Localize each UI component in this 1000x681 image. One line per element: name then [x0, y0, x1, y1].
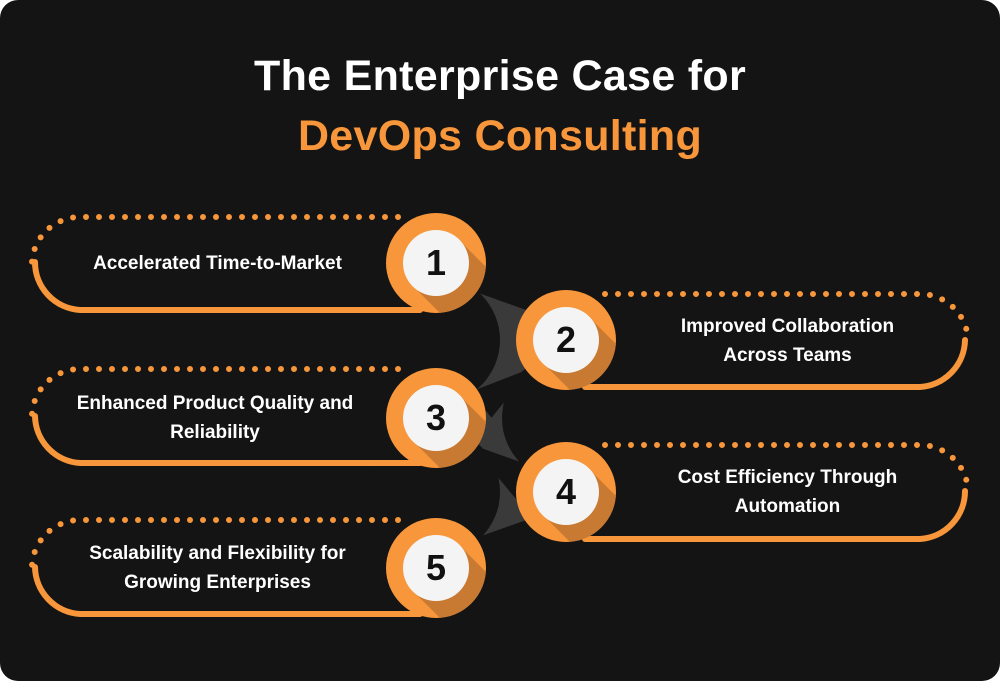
step-label-1: Accelerated Time-to-Market [93, 253, 342, 274]
card-4-frame [582, 441, 971, 542]
step-number-2: 2 [555, 319, 577, 360]
card-5-frame [29, 516, 423, 617]
step-label-3: Enhanced Product Quality and Reliability [76, 393, 354, 443]
step-number-5: 5 [425, 547, 447, 588]
step-circle-2 [516, 290, 616, 390]
step-label-2: Improved Collaboration Across Teams [680, 316, 895, 366]
title-line-1: The Enterprise Case for [254, 52, 746, 100]
step-label-4: Cost Efficiency Through Automation [677, 467, 898, 517]
card-2-frame [582, 290, 971, 390]
step-circle-5 [386, 518, 486, 618]
card-1-frame [29, 213, 423, 313]
connector-spine [372, 213, 630, 618]
step-number-1: 1 [425, 242, 447, 283]
step-number-4: 4 [555, 471, 577, 512]
step-label-5: Scalability and Flexibility for Growing … [89, 543, 346, 593]
step-circle-3 [386, 368, 486, 468]
step-circle-1 [386, 213, 486, 313]
title-line-2: DevOps Consulting [297, 112, 703, 160]
card-3-frame [29, 365, 423, 466]
step-circle-4 [516, 442, 616, 542]
step-number-3: 3 [425, 397, 447, 438]
